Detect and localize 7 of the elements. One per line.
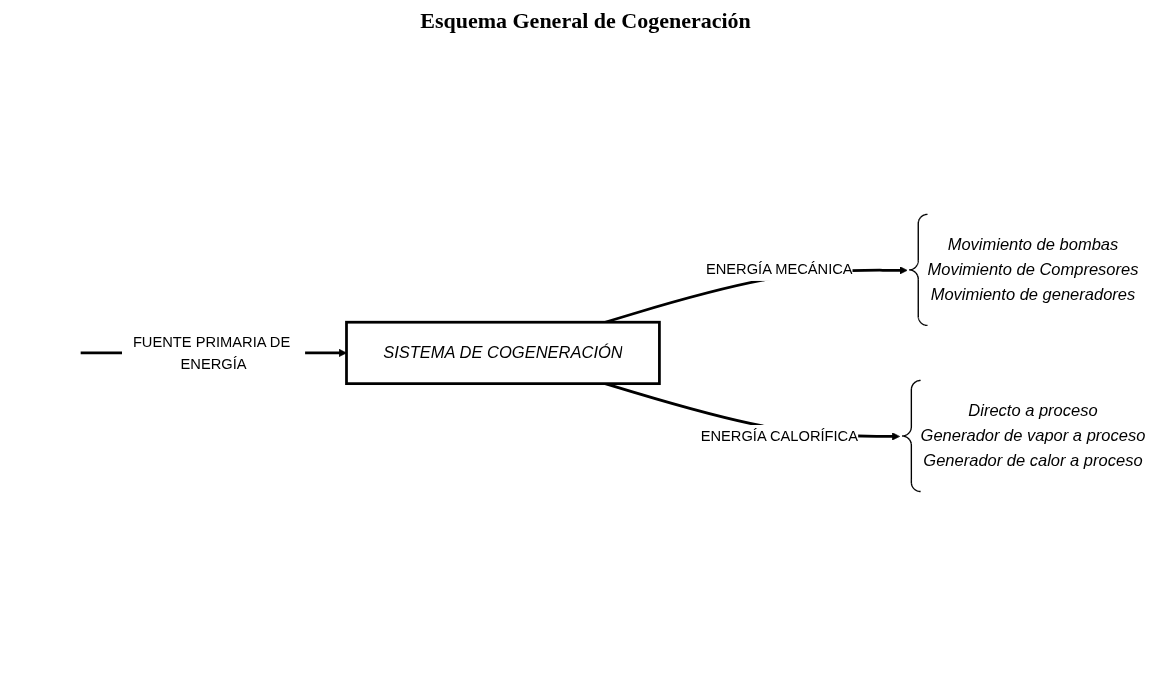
edge-label: FUENTE PRIMARIA DE ENERGÍA	[132, 333, 291, 372]
node-text: Movimiento de bombas Movimiento de Compresores Movimiento de generadores	[927, 235, 1139, 304]
edge-label: ENERGÍA MECÁNICA	[705, 261, 853, 278]
node-box: SISTEMA DE COGENERACIÓN	[345, 320, 661, 386]
edge-label: ENERGÍA CALORÍFICA	[700, 427, 858, 444]
node-text: Directo a proceso Generador de vapor a proceso Generador de calor a proceso	[920, 401, 1146, 470]
diagram-title: Esquema General de Cogeneración	[419, 7, 752, 35]
